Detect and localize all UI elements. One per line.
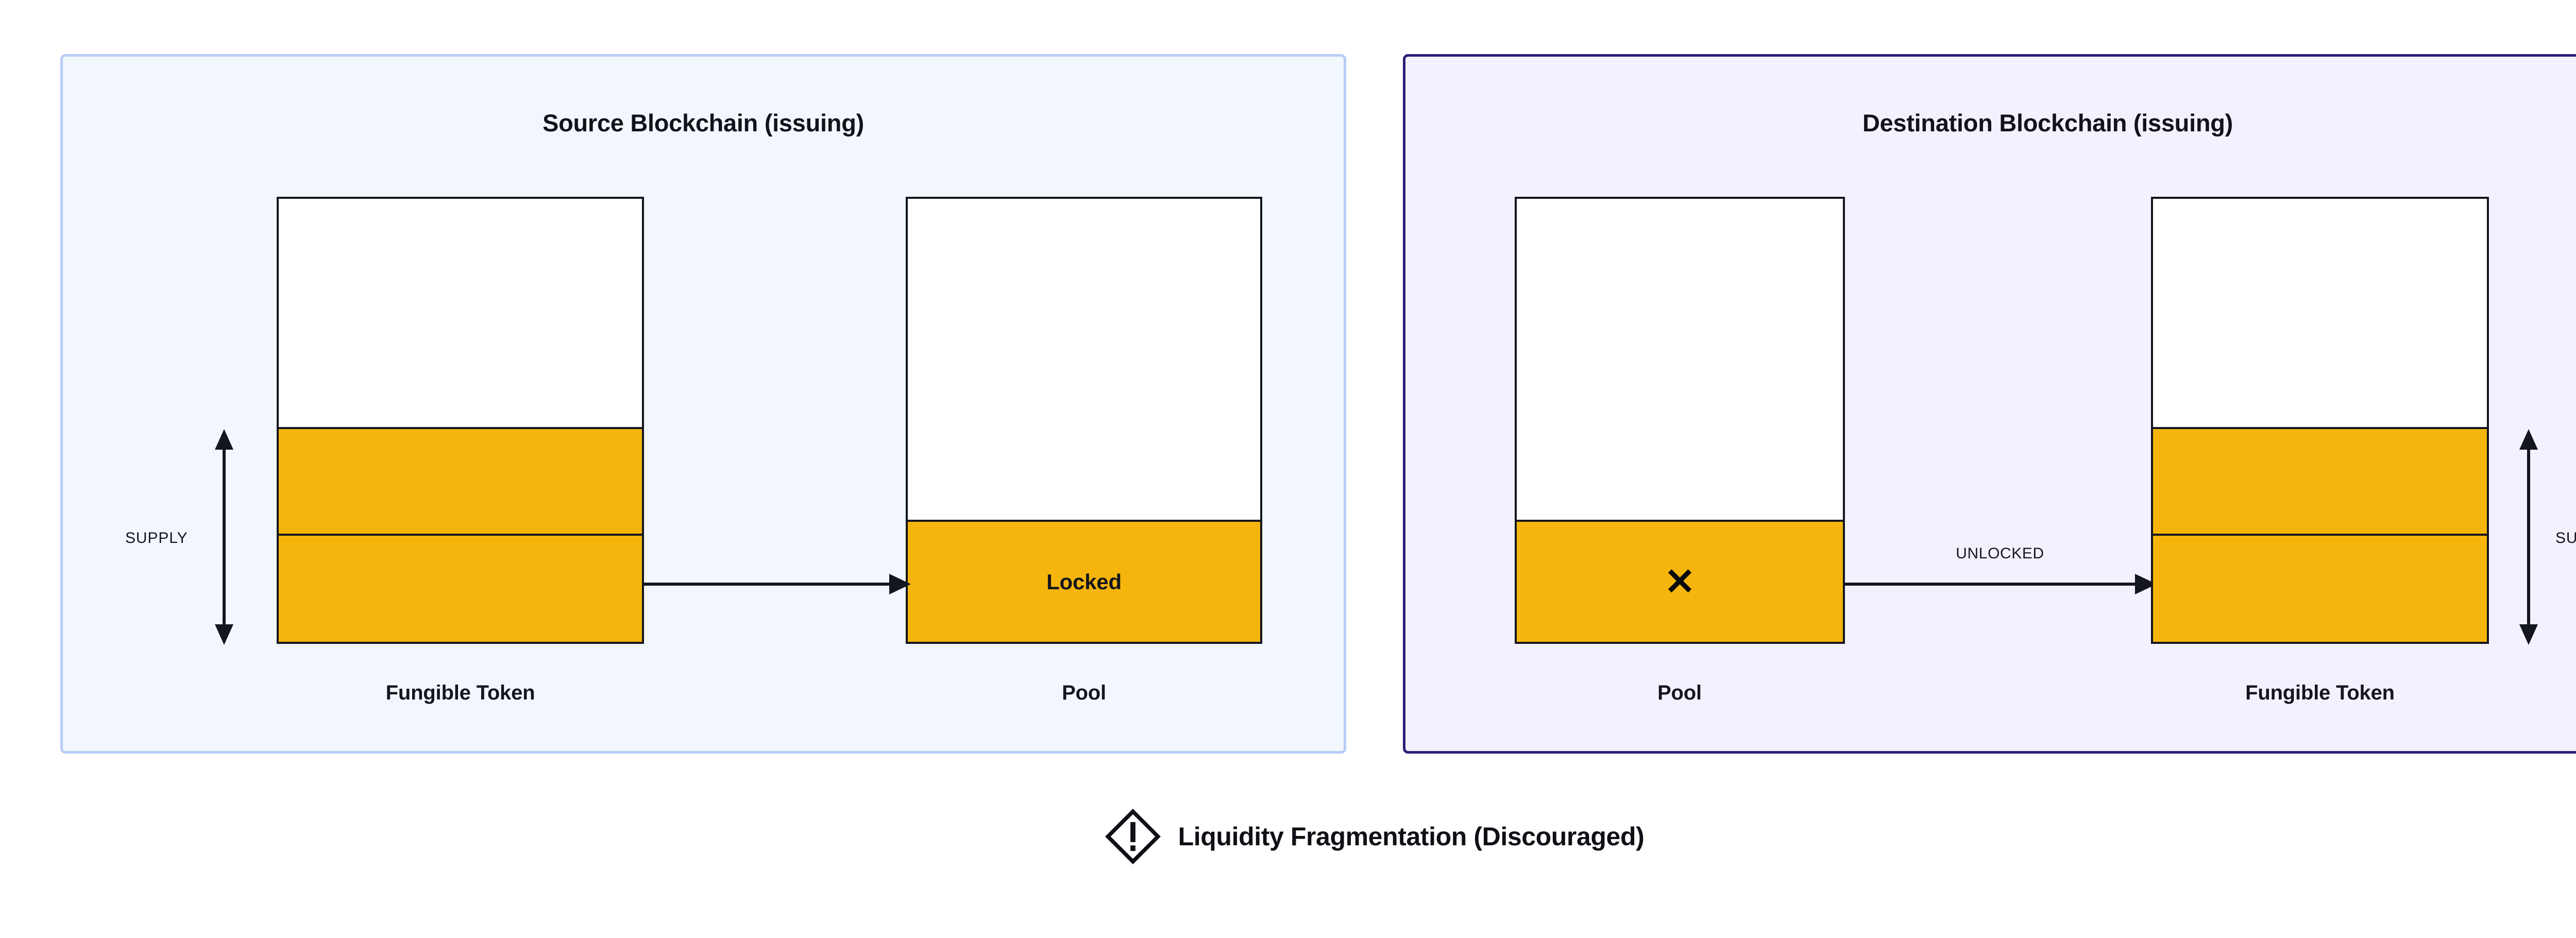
supply-label-destination: SUPPLY bbox=[2555, 530, 2576, 547]
warning-diamond-icon bbox=[1105, 809, 1161, 864]
locked-label: Locked bbox=[1046, 569, 1122, 594]
bar-destination-fungible-token bbox=[2151, 197, 2489, 644]
bar-segment-source-token-upper bbox=[279, 427, 642, 534]
unlocked-flow-label: UNLOCKED bbox=[1956, 545, 2044, 562]
lock-flow-arrow-icon bbox=[643, 574, 911, 594]
bar-source-fungible-token bbox=[277, 197, 644, 644]
source-panel-title: Source Blockchain (issuing) bbox=[543, 109, 864, 137]
bar-segment-destination-token-upper bbox=[2153, 427, 2487, 534]
destination-panel-title: Destination Blockchain (issuing) bbox=[1862, 109, 2233, 137]
bar-segment-source-token-lower bbox=[279, 534, 642, 642]
supply-label-source: SUPPLY bbox=[125, 530, 188, 547]
supply-double-arrow-icon-right bbox=[2519, 429, 2538, 645]
bar-caption-source-pool: Pool bbox=[1062, 681, 1106, 704]
supply-double-arrow-icon-left bbox=[215, 429, 233, 645]
footer-caption-text: Liquidity Fragmentation (Discouraged) bbox=[1178, 822, 1645, 851]
bar-segment-destination-pool-burn: ✕ bbox=[1517, 520, 1843, 642]
bar-segment-source-pool-locked: Locked bbox=[908, 520, 1260, 642]
bar-destination-pool: ✕ bbox=[1515, 197, 1845, 644]
bar-source-pool: Locked bbox=[906, 197, 1262, 644]
bar-caption-source-fungible-token: Fungible Token bbox=[385, 681, 535, 704]
bar-caption-destination-fungible-token: Fungible Token bbox=[2245, 681, 2395, 704]
cross-mark-icon: ✕ bbox=[1664, 561, 1696, 603]
bar-segment-destination-token-lower bbox=[2153, 534, 2487, 642]
bar-caption-destination-pool: Pool bbox=[1657, 681, 1702, 704]
footer-note: Liquidity Fragmentation (Discouraged) bbox=[0, 809, 2576, 864]
unlock-flow-arrow-icon bbox=[1843, 574, 2157, 594]
